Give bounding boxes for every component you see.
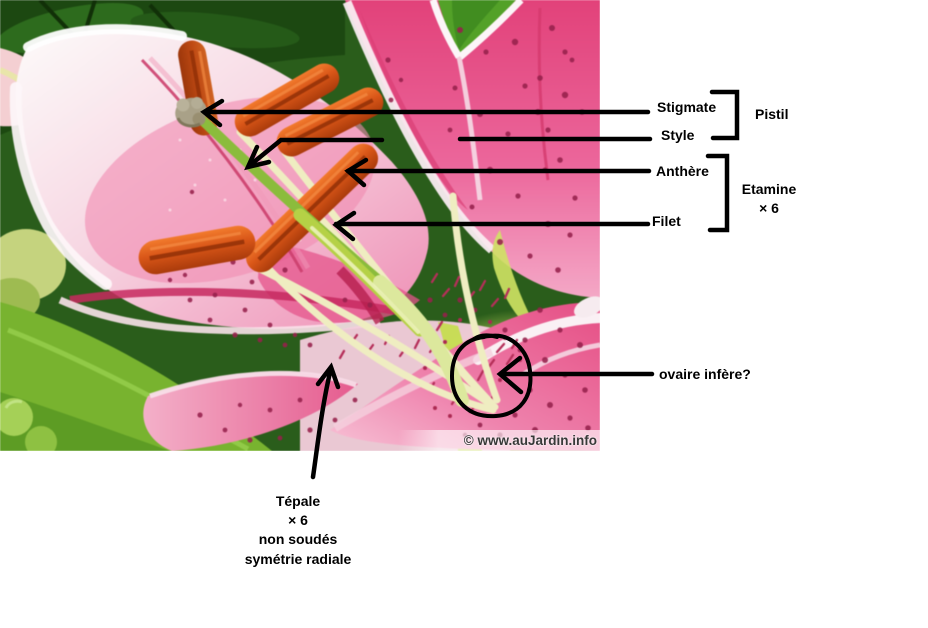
label-anthere: Anthère <box>656 163 709 179</box>
label-filet: Filet <box>652 213 681 229</box>
label-etamine-group: Etamine × 6 <box>740 180 798 218</box>
label-pistil: Pistil <box>755 106 789 122</box>
anther-lower <box>138 225 256 275</box>
label-tepale-note1: non soudés <box>258 531 338 548</box>
label-tepale-count: × 6 <box>288 512 308 529</box>
label-tepale-note2: symétrie radiale <box>244 550 352 567</box>
label-tepale: Tépale <box>275 493 321 509</box>
lily-photo: © www.auJardin.info <box>0 0 600 451</box>
label-style: Style <box>661 127 695 143</box>
anther-upper-1 <box>234 63 340 137</box>
watermark-strip: © www.auJardin.info <box>398 430 600 451</box>
copyright-text: © www.auJardin.info <box>463 433 597 448</box>
label-stigmate: Stigmate <box>657 99 717 115</box>
lily-photo-art <box>0 0 600 451</box>
label-etamine: Etamine <box>741 181 797 197</box>
label-tepale-group: Tépale × 6 non soudés symétrie radiale <box>213 492 383 569</box>
etamine-bracket <box>705 153 730 233</box>
label-etamine-count: × 6 <box>759 200 779 216</box>
label-ovaire: ovaire infère? <box>659 366 751 382</box>
bud-shape <box>0 398 33 436</box>
